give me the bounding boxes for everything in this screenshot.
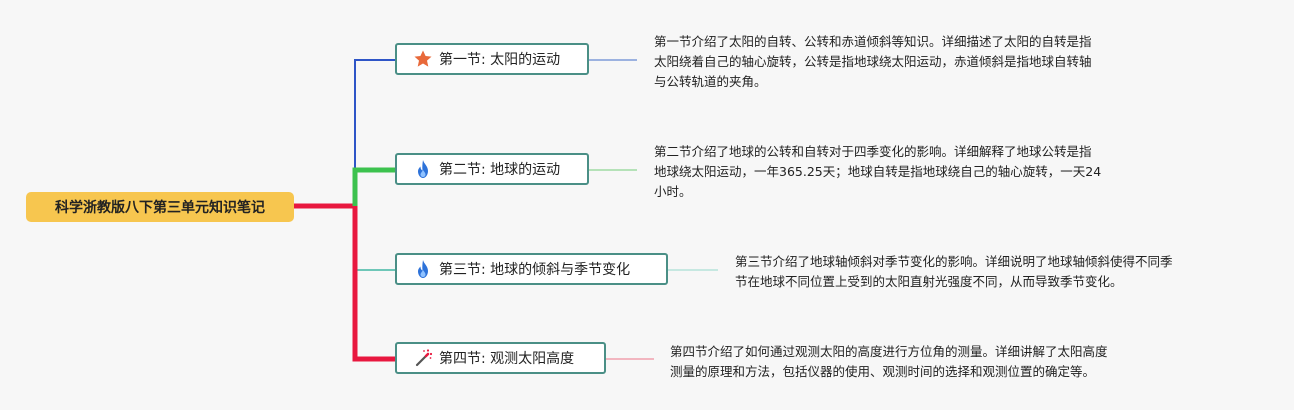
flame-icon (413, 259, 433, 279)
note-section-4: 第四节介绍了如何通过观测太阳的高度进行方位角的测量。详细讲解了太阳高度 测量的原… (670, 342, 1108, 382)
connector-topic-3 (354, 206, 396, 271)
magic-wand-icon (413, 348, 433, 368)
root-topic-label: 科学浙教版八下第三单元知识笔记 (55, 200, 265, 216)
note-section-3: 第三节介绍了地球轴倾斜对季节变化的影响。详细说明了地球轴倾斜使得不同季 节在地球… (735, 252, 1173, 292)
note-section-2: 第二节介绍了地球的公转和自转对于四季变化的影响。详细解释了地球公转是指 地球绕太… (654, 142, 1101, 202)
root-topic[interactable]: 科学浙教版八下第三单元知识笔记 (26, 192, 294, 222)
topic-label: 第三节: 地球的倾斜与季节变化 (439, 262, 631, 278)
note-line: 地球绕太阳运动，一年365.25天；地球自转是指地球绕自己的轴心旋转，一天24 (654, 164, 1102, 179)
topic-section-4[interactable]: 第四节: 观测太阳高度 (395, 342, 606, 374)
note-line: 测量的原理和方法，包括仪器的使用、观测时间的选择和观测位置的确定等。 (670, 364, 1096, 379)
connector-topic-1 (354, 59, 396, 206)
topic-label: 第二节: 地球的运动 (439, 162, 561, 178)
note-line: 第一节介绍了太阳的自转、公转和赤道倾斜等知识。详细描述了太阳的自转是指 (654, 34, 1092, 49)
topic-section-3[interactable]: 第三节: 地球的倾斜与季节变化 (395, 253, 668, 285)
note-line: 第三节介绍了地球轴倾斜对季节变化的影响。详细说明了地球轴倾斜使得不同季 (735, 254, 1173, 269)
flame-icon (413, 159, 433, 179)
connector-topic-2 (352, 167, 396, 206)
topic-label: 第四节: 观测太阳高度 (439, 351, 575, 367)
note-line: 第二节介绍了地球的公转和自转对于四季变化的影响。详细解释了地球公转是指 (654, 144, 1092, 159)
note-line: 节在地球不同位置上受到的太阳直射光强度不同，从而导致季节变化。 (735, 274, 1123, 289)
connector-topic-4 (352, 206, 396, 362)
topic-label: 第一节: 太阳的运动 (439, 52, 561, 68)
note-line: 太阳绕着自己的轴心旋转，公转是指地球绕太阳运动，赤道倾斜是指地球自转轴 (654, 54, 1092, 69)
note-section-1: 第一节介绍了太阳的自转、公转和赤道倾斜等知识。详细描述了太阳的自转是指 太阳绕着… (654, 32, 1092, 92)
topic-section-2[interactable]: 第二节: 地球的运动 (395, 153, 589, 185)
note-line: 与公转轨道的夹角。 (654, 74, 767, 89)
note-line: 小时。 (654, 184, 692, 199)
note-line: 第四节介绍了如何通过观测太阳的高度进行方位角的测量。详细讲解了太阳高度 (670, 344, 1108, 359)
topic-section-1[interactable]: 第一节: 太阳的运动 (395, 43, 589, 75)
star-icon (413, 49, 433, 69)
